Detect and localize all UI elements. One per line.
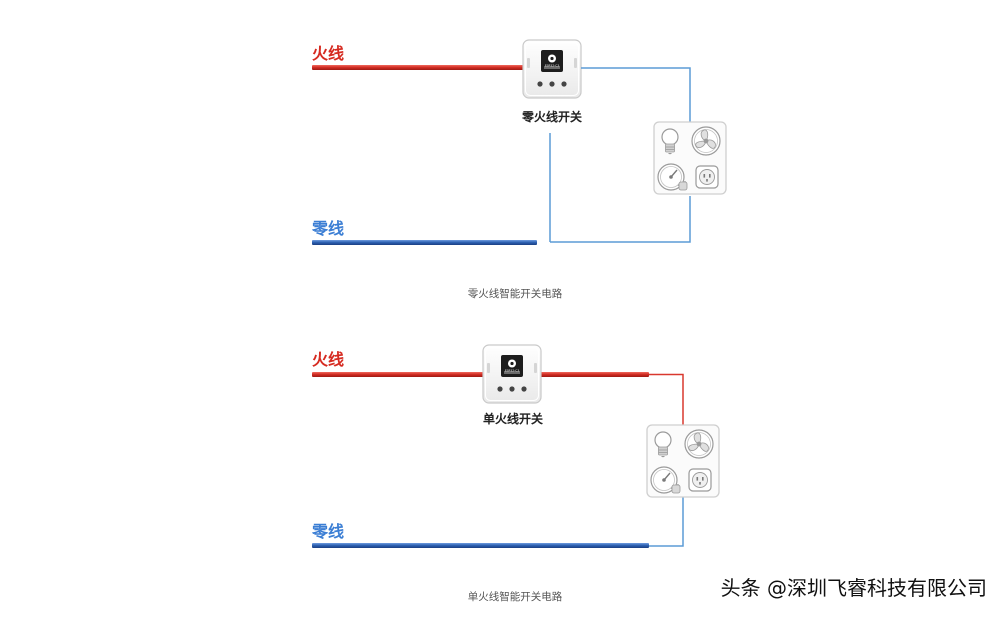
live-wire-out <box>539 372 649 377</box>
load-neutral-wire <box>649 497 684 547</box>
fan-icon <box>685 430 713 458</box>
return-wire <box>550 196 691 243</box>
watermark: 头条 @深圳飞睿科技有限公司 <box>721 576 987 600</box>
gauge-icon <box>658 164 686 192</box>
switch-device <box>482 344 542 404</box>
neutral-wire <box>312 240 537 245</box>
live-wire-label: 火线 <box>312 350 344 369</box>
diagram-caption: 零火线智能开关电路 <box>468 287 563 300</box>
switch-chip-text: ESP32-C3 <box>505 369 520 373</box>
load-wire <box>581 67 691 122</box>
switch-chip-text: ESP32-C3 <box>545 64 560 68</box>
live-wire-in <box>312 372 484 377</box>
live-wire <box>312 65 524 70</box>
neutral-wire-label: 零线 <box>311 522 344 541</box>
neutral-wire-label: 零线 <box>311 219 344 238</box>
gauge-icon <box>651 467 679 495</box>
socket-icon <box>696 166 718 188</box>
diagram-single-live: 火线 ESP32-C3 单火线开关 零线 单火线智能开关电路 <box>311 344 720 603</box>
socket-icon <box>689 469 711 491</box>
switch-label: 零火线开关 <box>521 109 582 124</box>
fan-icon <box>692 127 720 155</box>
load-live-wire <box>649 373 684 425</box>
live-wire-label: 火线 <box>312 44 344 63</box>
diagram-neutral-live: 火线 ESP32-C3 零火线开关 零线 零火线智能开关电路 <box>311 39 727 300</box>
switch-label: 单火线开关 <box>483 411 543 426</box>
lightbulb-icon <box>662 129 678 155</box>
diagram-caption: 单火线智能开关电路 <box>468 590 563 603</box>
switch-device <box>522 39 582 99</box>
lightbulb-icon <box>655 432 671 458</box>
neutral-wire <box>312 543 649 548</box>
